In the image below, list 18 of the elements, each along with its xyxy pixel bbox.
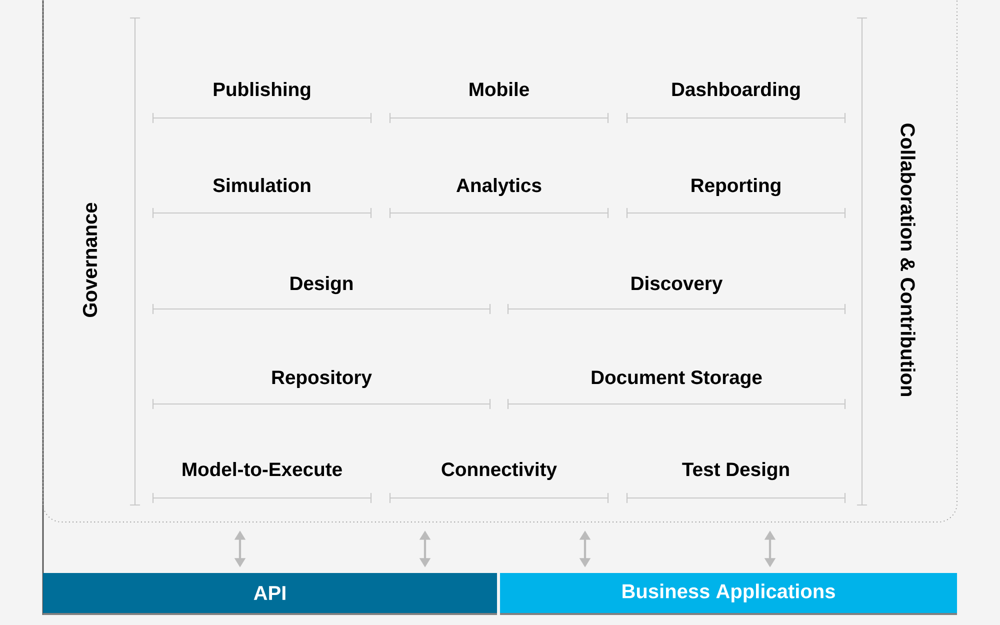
module-label: Discovery bbox=[507, 276, 846, 315]
module-label: Repository bbox=[152, 370, 491, 410]
layer-bar: API bbox=[43, 573, 497, 615]
side-label: Governance bbox=[82, 202, 98, 317]
module-label: Simulation bbox=[152, 178, 372, 219]
module-label: Reporting bbox=[626, 178, 846, 219]
module-label: Dashboarding bbox=[626, 82, 846, 124]
module-label: Document Storage bbox=[507, 370, 846, 410]
module-label: Test Design bbox=[626, 462, 846, 504]
module-label: Design bbox=[152, 276, 491, 315]
module-label: Analytics bbox=[389, 178, 609, 219]
layer-bar: Business Applications bbox=[500, 573, 958, 615]
module-label: Model-to-Execute bbox=[152, 462, 372, 504]
module-label: Mobile bbox=[389, 82, 609, 124]
module-label: Connectivity bbox=[389, 462, 609, 504]
side-label: Collaboration & Contribution bbox=[900, 124, 916, 396]
module-label: Publishing bbox=[152, 82, 372, 124]
platform-box bbox=[42, 0, 958, 522]
